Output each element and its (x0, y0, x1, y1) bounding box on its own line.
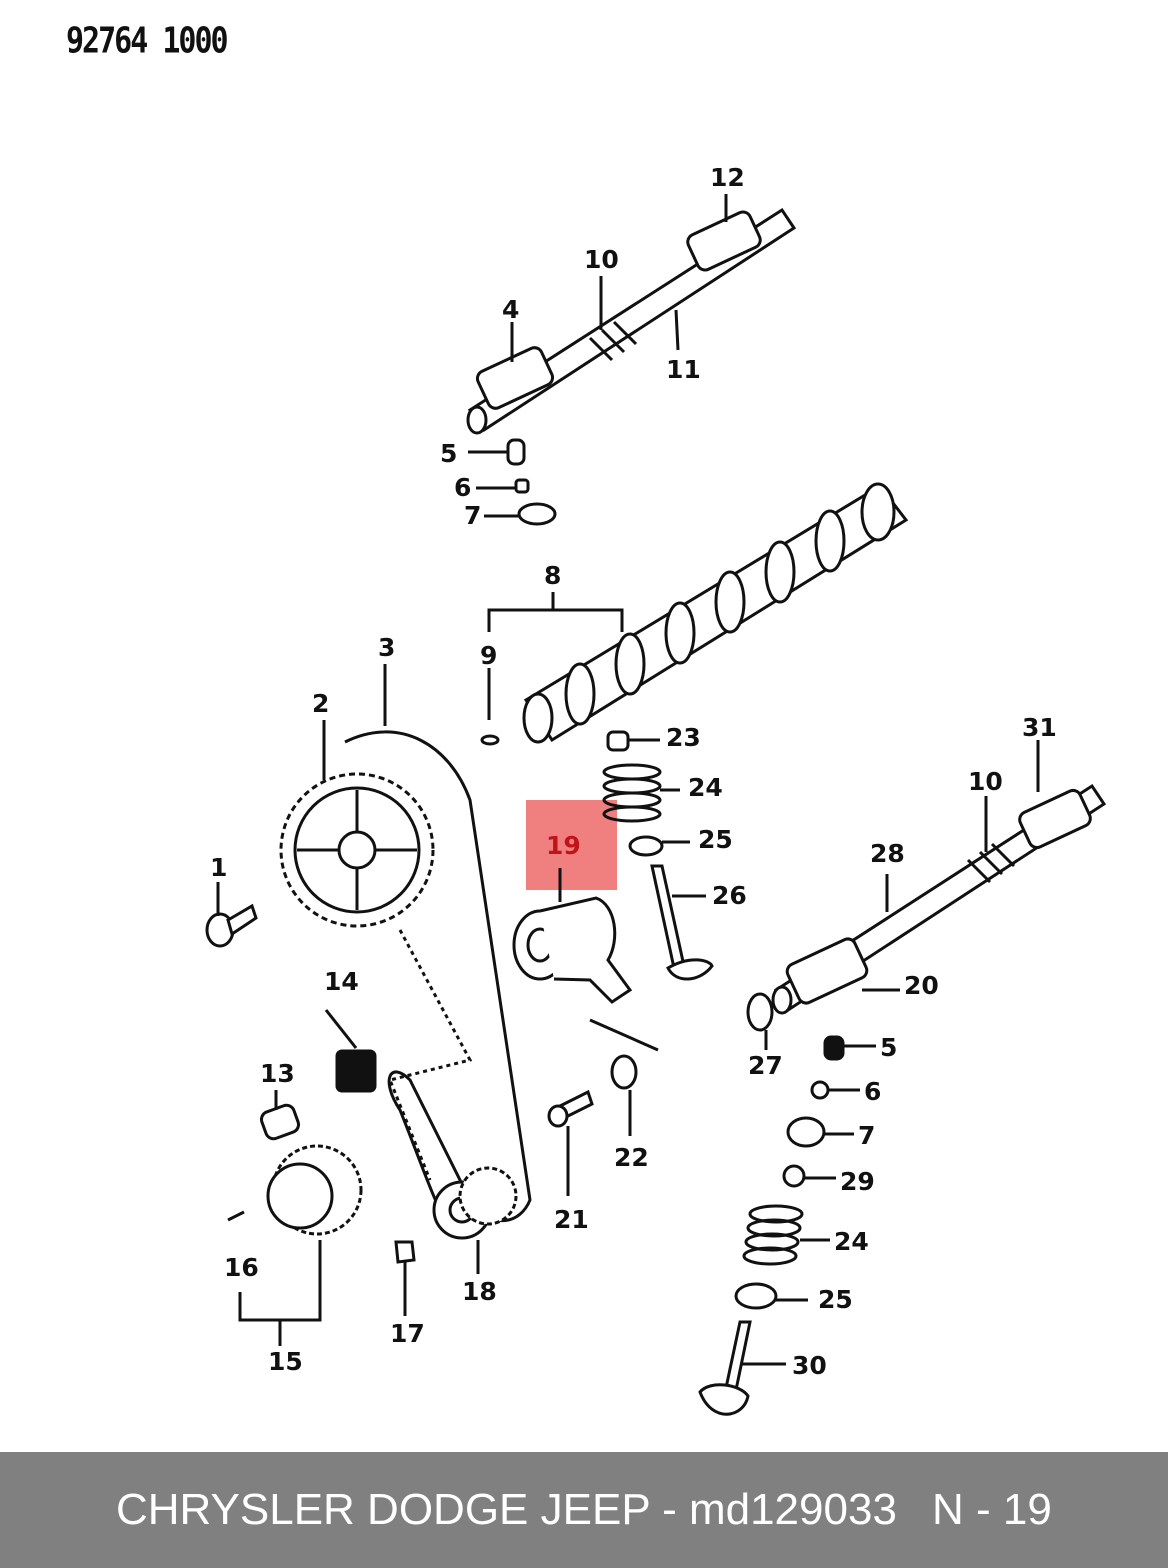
parts-diagram: 92764 1000 (66, 20, 1107, 1416)
callout-18: 18 (462, 1277, 497, 1306)
callout-5-upper: 5 (440, 439, 457, 468)
footer-page-number: N - 19 (932, 1485, 1052, 1534)
rocker-shaft-lower (771, 740, 1107, 1015)
callout-1: 1 (210, 853, 227, 882)
callout-3: 3 (378, 633, 395, 662)
callout-7-upper: 7 (464, 501, 481, 530)
callout-11: 11 (666, 355, 701, 384)
rocker-shaft-upper (466, 207, 797, 435)
callout-10-upper: 10 (584, 245, 619, 274)
callout-27: 27 (748, 1051, 783, 1080)
callout-10-lower: 10 (968, 767, 1003, 796)
callout-5-lower: 5 (880, 1033, 897, 1062)
callout-14: 14 (324, 967, 359, 996)
callout-31: 31 (1022, 713, 1057, 742)
callout-24-lower: 24 (834, 1227, 869, 1256)
crankshaft-parts (227, 1009, 518, 1346)
callout-6-upper: 6 (454, 473, 471, 502)
callout-24-upper: 24 (688, 773, 723, 802)
upper-valve-assembly (602, 730, 714, 981)
callout-20: 20 (904, 971, 939, 1000)
callout-21: 21 (554, 1205, 589, 1234)
parts-5-6-7-upper (468, 438, 557, 526)
callout-labels: 1 2 3 4 5 6 7 8 9 10 11 12 13 14 15 16 1… (210, 163, 1057, 1380)
callout-6-lower: 6 (864, 1077, 881, 1106)
callout-19: 19 (546, 831, 581, 860)
callout-29: 29 (840, 1167, 875, 1196)
callout-25-upper: 25 (698, 825, 733, 854)
callout-30: 30 (792, 1351, 827, 1380)
footer-bar: CHRYSLER DODGE JEEP - md129033 N - 19 (0, 1452, 1168, 1568)
callout-9: 9 (480, 641, 497, 670)
highlight-part-19 (526, 800, 617, 890)
document-code: 92764 1000 (66, 20, 229, 62)
diagram-drawing: 1 2 3 4 5 6 7 8 9 10 11 12 13 14 15 16 1… (205, 163, 1107, 1416)
lower-valve-assembly (698, 992, 876, 1416)
leader-lines (216, 194, 728, 1110)
callout-4: 4 (502, 295, 519, 324)
camshaft (480, 482, 909, 746)
parts-21-22 (547, 1054, 638, 1196)
callout-17: 17 (390, 1319, 425, 1348)
footer-title: CHRYSLER DODGE JEEP - md129033 (116, 1485, 897, 1534)
callout-28: 28 (870, 839, 905, 868)
callout-23: 23 (666, 723, 701, 752)
callout-2: 2 (312, 689, 329, 718)
callout-15: 15 (268, 1347, 303, 1376)
callout-26: 26 (712, 881, 747, 910)
callout-25-lower: 25 (818, 1285, 853, 1314)
callout-13: 13 (260, 1059, 295, 1088)
callout-12: 12 (710, 163, 745, 192)
part-19-tensioner (512, 868, 659, 1052)
camshaft-sprocket (279, 772, 435, 928)
callout-22: 22 (614, 1143, 649, 1172)
part-1-bolt (205, 903, 258, 948)
callout-7-lower: 7 (858, 1121, 875, 1150)
callout-16: 16 (224, 1253, 259, 1282)
callout-8: 8 (544, 561, 561, 590)
